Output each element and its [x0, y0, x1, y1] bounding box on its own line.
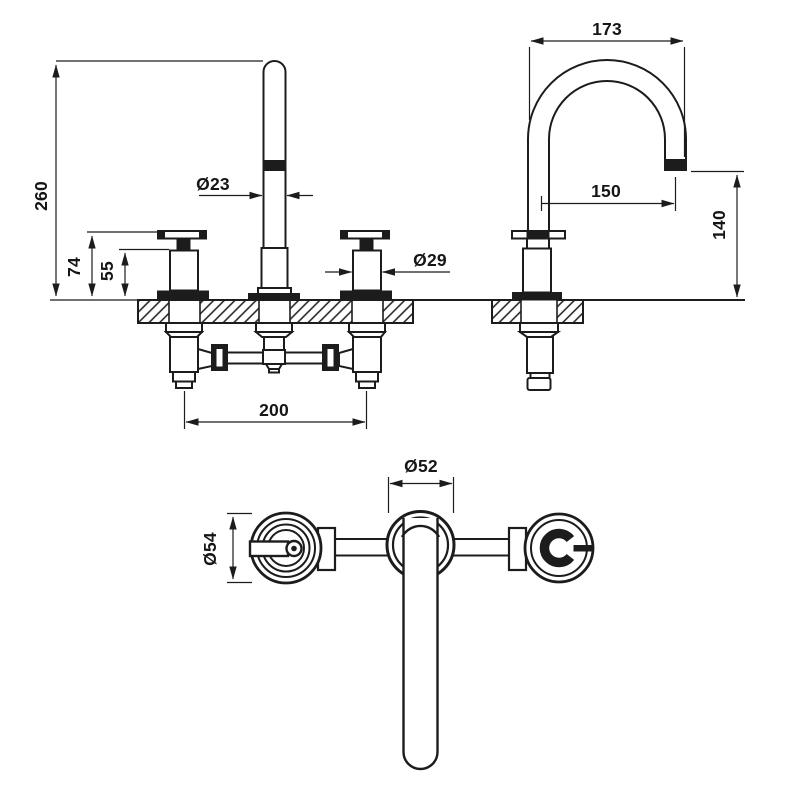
countertop-side: [491, 299, 584, 324]
front-view: [137, 60, 414, 389]
dim-label-spout-reach: 150: [591, 181, 621, 201]
plan-body-bar: [335, 538, 510, 557]
plan-view: [248, 510, 595, 771]
side-shank: [516, 322, 562, 391]
under-counter-assembly: [163, 322, 388, 389]
dim-spout-reach: [540, 177, 677, 211]
dimension-labels: 260 74 55 Ø23 Ø29 200 173 150 140 Ø52 Ø5…: [31, 19, 729, 566]
plan-spout-base: [385, 510, 456, 771]
dim-cartridge-height: [119, 248, 169, 297]
dimensions: [50, 37, 744, 584]
plan-left-handle: [248, 511, 323, 585]
dim-label-handle-height: 74: [64, 257, 84, 277]
dim-hole-centres: [183, 391, 368, 429]
dim-label-spout-base-diameter: Ø52: [404, 456, 438, 476]
dim-label-handle-base-diameter: Ø54: [200, 532, 220, 566]
dim-label-hole-centres: 200: [259, 400, 289, 420]
left-handle-front: [157, 230, 209, 300]
dim-label-outlet-height: 140: [709, 210, 729, 240]
side-view: [491, 59, 687, 391]
gooseneck-spout-side: [511, 59, 687, 301]
dim-label-overall-height: 260: [31, 181, 51, 211]
dim-label-cartridge-height: 55: [97, 261, 117, 281]
dim-handle-height: [87, 231, 157, 297]
dim-label-spout-tube-diameter: Ø23: [196, 174, 230, 194]
spout-front: [248, 60, 300, 301]
dim-outlet-height: [691, 170, 744, 298]
plan-right-coupler: [507, 526, 528, 572]
dim-spout-width: [528, 37, 686, 157]
dim-spout-base-diameter: [387, 477, 455, 513]
dim-label-spout-width: 173: [592, 19, 622, 39]
right-handle-front: [340, 230, 392, 300]
dim-label-handle-body-diameter: Ø29: [413, 250, 447, 270]
plan-right-handle: [523, 512, 595, 584]
dim-overall-height: [50, 60, 263, 301]
dim-handle-base-diameter: [227, 512, 252, 584]
countertop-front: [137, 299, 414, 324]
